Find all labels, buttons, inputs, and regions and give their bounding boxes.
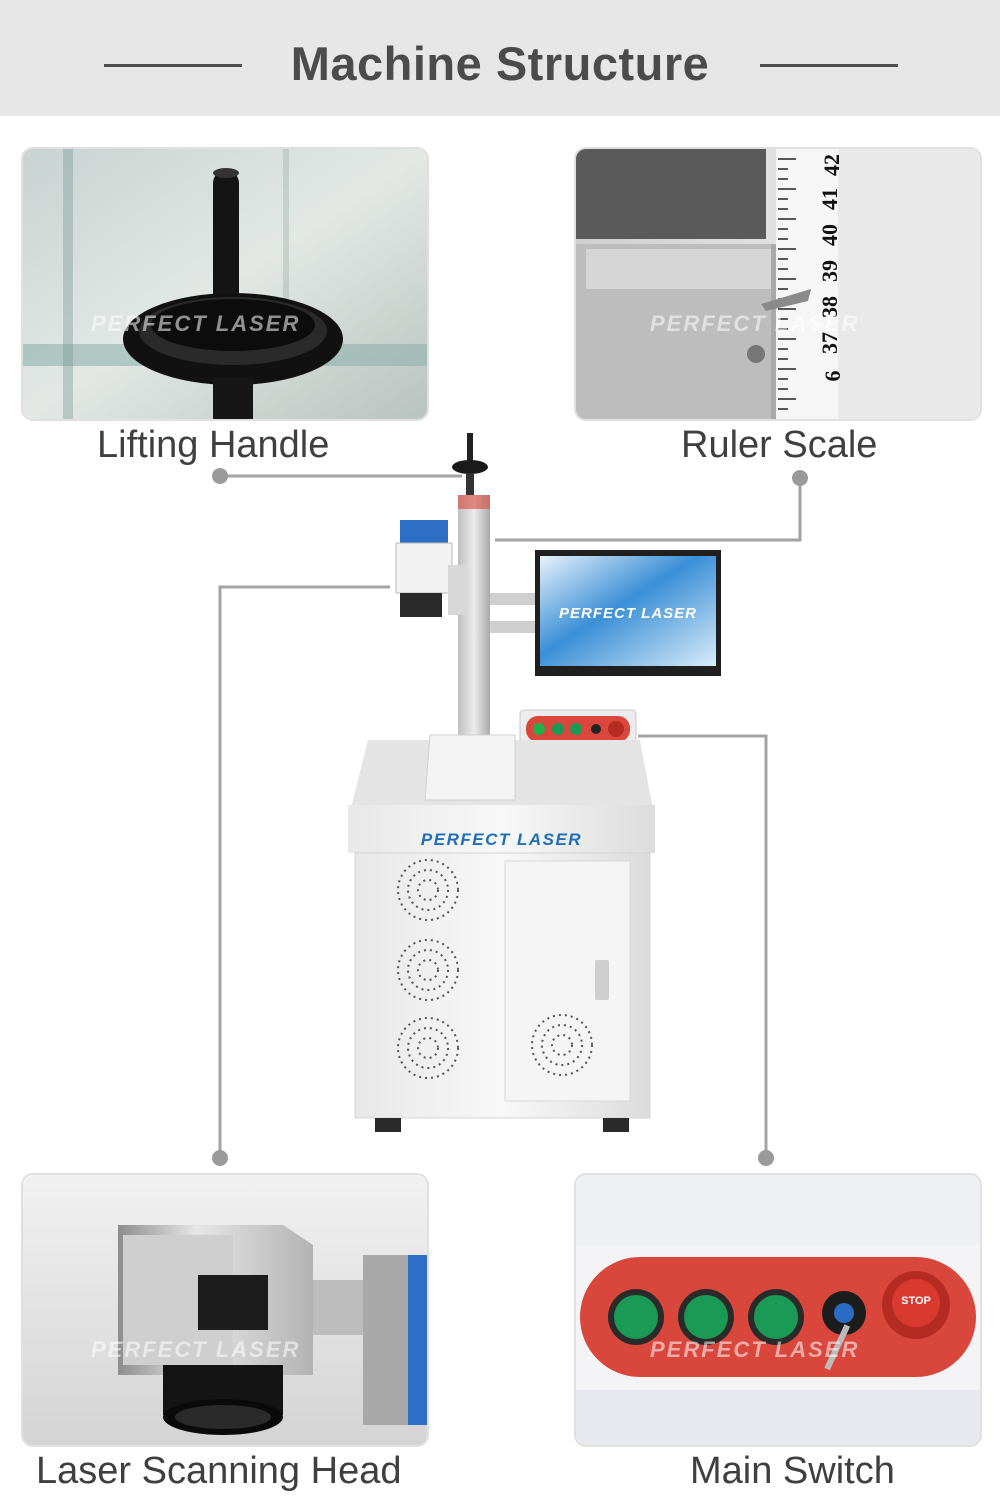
connector-dot	[212, 468, 228, 484]
laser-marking-machine: PERFECT LASER PERFECT LASER	[340, 425, 730, 1150]
lifting-handle-photo: PERFECT LASER	[21, 147, 429, 421]
main-switch-label: Main Switch	[690, 1450, 895, 1492]
cabinet-brand-text: PERFECT LASER	[420, 830, 583, 849]
watermark-text: PERFECT LASER	[91, 311, 301, 336]
laser-scanning-head-photo: PERFECT LASER	[21, 1173, 429, 1447]
ruler-ticks	[778, 158, 796, 410]
watermark-text: PERFECT LASER	[91, 1337, 301, 1362]
main-switch-photo: STOP PERFECT LASER	[574, 1173, 982, 1447]
connector-scanning-head	[218, 585, 390, 1158]
connector-main-switch	[638, 734, 768, 1158]
ruler-scale-label: Ruler Scale	[681, 424, 878, 466]
key-switch	[822, 1291, 866, 1371]
connector-dot	[792, 470, 808, 486]
page-title: Machine Structure	[290, 37, 710, 90]
watermark-text: PERFECT LASER	[650, 1337, 860, 1362]
connector-dot	[212, 1150, 228, 1166]
lifting-handle-label: Lifting Handle	[97, 424, 330, 466]
laser-scanning-head-label: Laser Scanning Head	[36, 1450, 402, 1492]
emergency-stop	[882, 1271, 950, 1339]
connector-ruler-scale	[495, 478, 802, 542]
connector-dot	[758, 1150, 774, 1166]
green-switch-buttons	[608, 1289, 804, 1345]
header-left-rule	[104, 64, 242, 67]
monitor-brand-text: PERFECT LASER	[558, 605, 697, 622]
header-right-rule	[760, 64, 898, 67]
ruler-scale-photo: 42 41 40 39 38 37 6 PERFECT LASER	[574, 147, 982, 421]
stop-label: STOP	[901, 1295, 931, 1307]
watermark-text: PERFECT LASER	[650, 311, 860, 336]
header-banner: Machine Structure	[0, 0, 1000, 116]
